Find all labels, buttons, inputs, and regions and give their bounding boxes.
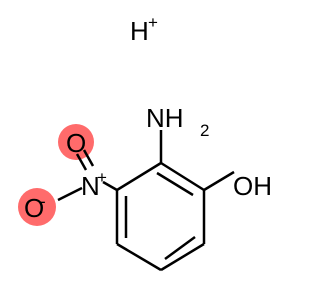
- bond-n-o-double-outer: [75, 153, 88, 171]
- ring-bond-c3-c4: [160, 242, 205, 272]
- bonds: [57, 130, 235, 272]
- bond-c2-o-hydroxyl: [203, 170, 235, 192]
- ring-bond-c6-c1: [116, 161, 162, 192]
- nitro-oxygen-double-label: O: [66, 128, 86, 158]
- nitro-oxygen-single-label: O: [24, 193, 44, 223]
- structure-canvas: H + NH 2 OH O N + O -: [18, 13, 272, 272]
- bond-n-o-single: [57, 186, 83, 202]
- molecule-drawing: H + NH 2 OH O N + O -: [18, 13, 272, 272]
- counter-ion-charge: +: [148, 13, 158, 32]
- nitro-nitrogen-charge: +: [97, 168, 107, 187]
- ring-inner-bond-b: [164, 235, 196, 261]
- atom-labels: H + NH 2 OH O N + O -: [24, 13, 272, 223]
- bond-n-o-double-inner: [82, 149, 95, 167]
- oxygen-highlight-left: [18, 188, 56, 226]
- hydroxyl-group-label: OH: [233, 171, 272, 201]
- ring-bond-c4-c5: [116, 242, 162, 272]
- amino-group-subscript: 2: [200, 121, 209, 140]
- nitro-oxygen-single-charge: -: [40, 192, 46, 211]
- bond-c6-n-nitro: [102, 180, 118, 192]
- amino-group-label: NH: [146, 103, 184, 133]
- ring-inner-bond-a: [156, 171, 194, 197]
- ring-bond-c1-c2: [160, 161, 205, 192]
- nitro-nitrogen-label: N: [81, 171, 100, 201]
- counter-ion-symbol: H: [130, 16, 149, 46]
